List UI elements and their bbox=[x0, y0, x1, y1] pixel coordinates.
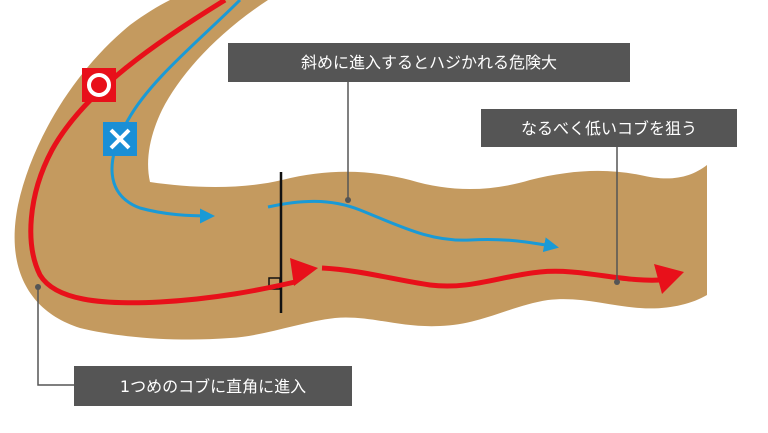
callout-right-angle-text: 1つめのコブに直角に進入 bbox=[120, 377, 306, 396]
good-line-arrowhead-2 bbox=[654, 264, 684, 294]
circle-icon bbox=[87, 73, 111, 97]
course-track bbox=[14, 0, 707, 340]
bad-line-diagonal bbox=[267, 199, 559, 253]
leader-low-bumps bbox=[614, 146, 620, 285]
bad-marker bbox=[103, 122, 137, 156]
leader-right-angle bbox=[35, 284, 88, 386]
callout-diagonal-warning: 斜めに進入するとハジかれる危険大 bbox=[228, 43, 630, 82]
bad-line-entry bbox=[110, 0, 242, 224]
cross-icon-stroke bbox=[109, 128, 131, 150]
good-line-arrowhead-1 bbox=[290, 258, 318, 286]
leader-diagonal bbox=[345, 80, 351, 203]
callout-low-bumps-text: なるべく低いコブを狙う bbox=[521, 119, 697, 138]
callout-diagonal-text: 斜めに進入するとハジかれる危険大 bbox=[301, 53, 557, 72]
callout-right-angle: 1つめのコブに直角に進入 bbox=[74, 366, 352, 406]
good-line-main bbox=[321, 265, 661, 289]
callout-low-bumps: なるべく低いコブを狙う bbox=[481, 109, 737, 147]
good-marker bbox=[82, 68, 116, 102]
